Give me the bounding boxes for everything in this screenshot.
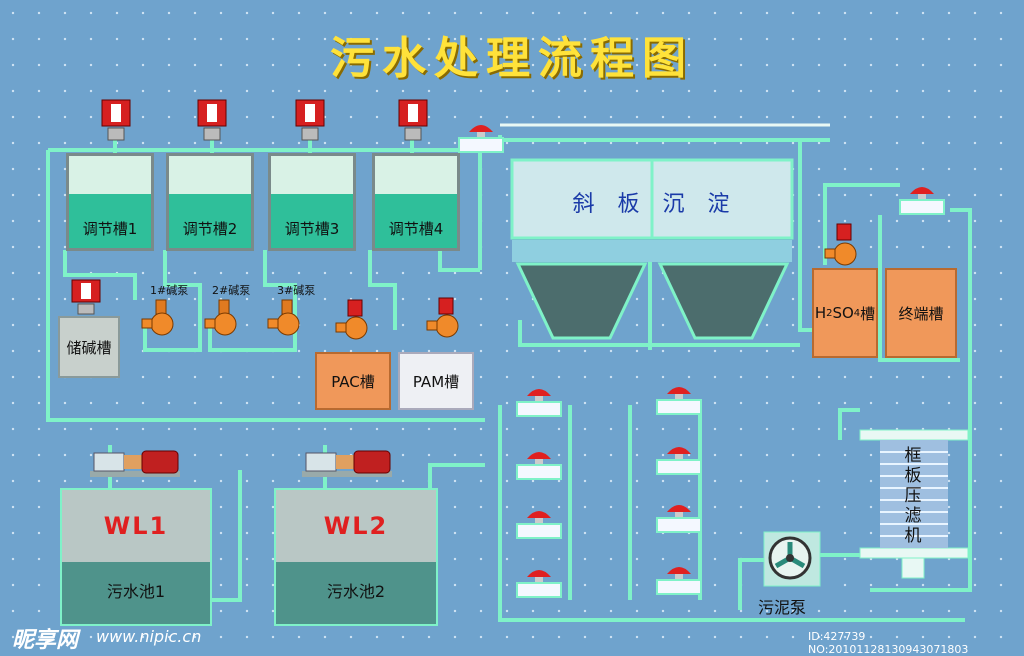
tank-label: 调节槽1 (82, 220, 138, 238)
wastewater-pool-1: WL1 污水池1 (60, 488, 212, 626)
regulation-tank-3: 调节槽3 (268, 153, 356, 251)
h2so4-sub2: 4 (853, 307, 861, 319)
flow-valve-icon (656, 447, 702, 475)
pump-label-2: 2#碱泵 (212, 284, 251, 297)
pump-label-1: 1#碱泵 (150, 284, 189, 297)
water-level-label: WL1 (103, 512, 169, 540)
filter-char: 滤 (904, 506, 922, 526)
h2so4-tail: 槽 (860, 304, 876, 323)
flow-valve-icon (656, 567, 702, 595)
wastewater-pool-2: WL2 污水池2 (274, 488, 438, 626)
centrifugal-pump-icon (302, 450, 392, 477)
regulation-tank-2: 调节槽2 (166, 153, 254, 251)
pump-icon (141, 299, 174, 336)
valve-icon (398, 99, 428, 141)
sludge-pump-label: 污泥泵 (758, 598, 807, 617)
settler-label: 斜 板 沉 淀 (572, 192, 738, 217)
flow-valve-icon (899, 187, 945, 215)
filter-press-label: 框 板 压 滤 机 (898, 446, 928, 546)
final-tank: 终端槽 (885, 268, 957, 358)
page-title: 污水处理流程图 (330, 33, 694, 84)
flow-valve-icon (516, 570, 562, 598)
pump-icon (426, 297, 459, 338)
filter-char: 框 (904, 446, 922, 466)
pump-icon (267, 299, 300, 336)
flow-valve-icon (458, 125, 504, 153)
watermark-url: www.nipic.cn (96, 627, 202, 646)
flow-valve-icon (516, 389, 562, 417)
pam-tank: PAM槽 (398, 352, 474, 410)
flow-valve-icon (656, 505, 702, 533)
centrifugal-pump-icon (90, 450, 180, 477)
valve-icon (295, 99, 325, 141)
flow-valve-icon (656, 387, 702, 415)
water-level-label: WL2 (323, 512, 389, 540)
filter-char: 机 (904, 526, 922, 546)
valve-icon (197, 99, 227, 141)
regulation-tank-4: 调节槽4 (372, 153, 460, 251)
valve-icon (101, 99, 131, 141)
sludge-pump-icon (763, 531, 821, 587)
regulation-tank-1: 调节槽1 (66, 153, 154, 251)
pump-icon (204, 299, 237, 336)
alkali-storage-tank: 储碱槽 (58, 316, 120, 378)
h2so4-sub1: 2 (826, 307, 833, 319)
pool-name: 污水池1 (106, 582, 166, 601)
h2so4-so: SO (832, 304, 854, 322)
flow-valve-icon (516, 511, 562, 539)
h2so4-h: H (814, 304, 827, 322)
filter-char: 板 (904, 466, 922, 486)
tank-label: 调节槽2 (182, 220, 238, 238)
pump-icon (335, 299, 368, 340)
pump-label-3: 3#碱泵 (277, 284, 316, 297)
pool-name: 污水池2 (326, 582, 386, 601)
filter-char: 压 (904, 486, 922, 506)
pac-tank: PAC槽 (315, 352, 391, 410)
watermark-brand: 昵享网 (12, 628, 79, 653)
tank-label: 调节槽3 (284, 220, 340, 238)
flow-valve-icon (516, 452, 562, 480)
image-id: ID:427739 NO:20101128130943071803 (808, 630, 969, 656)
pump-icon (824, 223, 857, 266)
valve-icon (71, 279, 101, 315)
tank-label: 调节槽4 (388, 220, 444, 238)
